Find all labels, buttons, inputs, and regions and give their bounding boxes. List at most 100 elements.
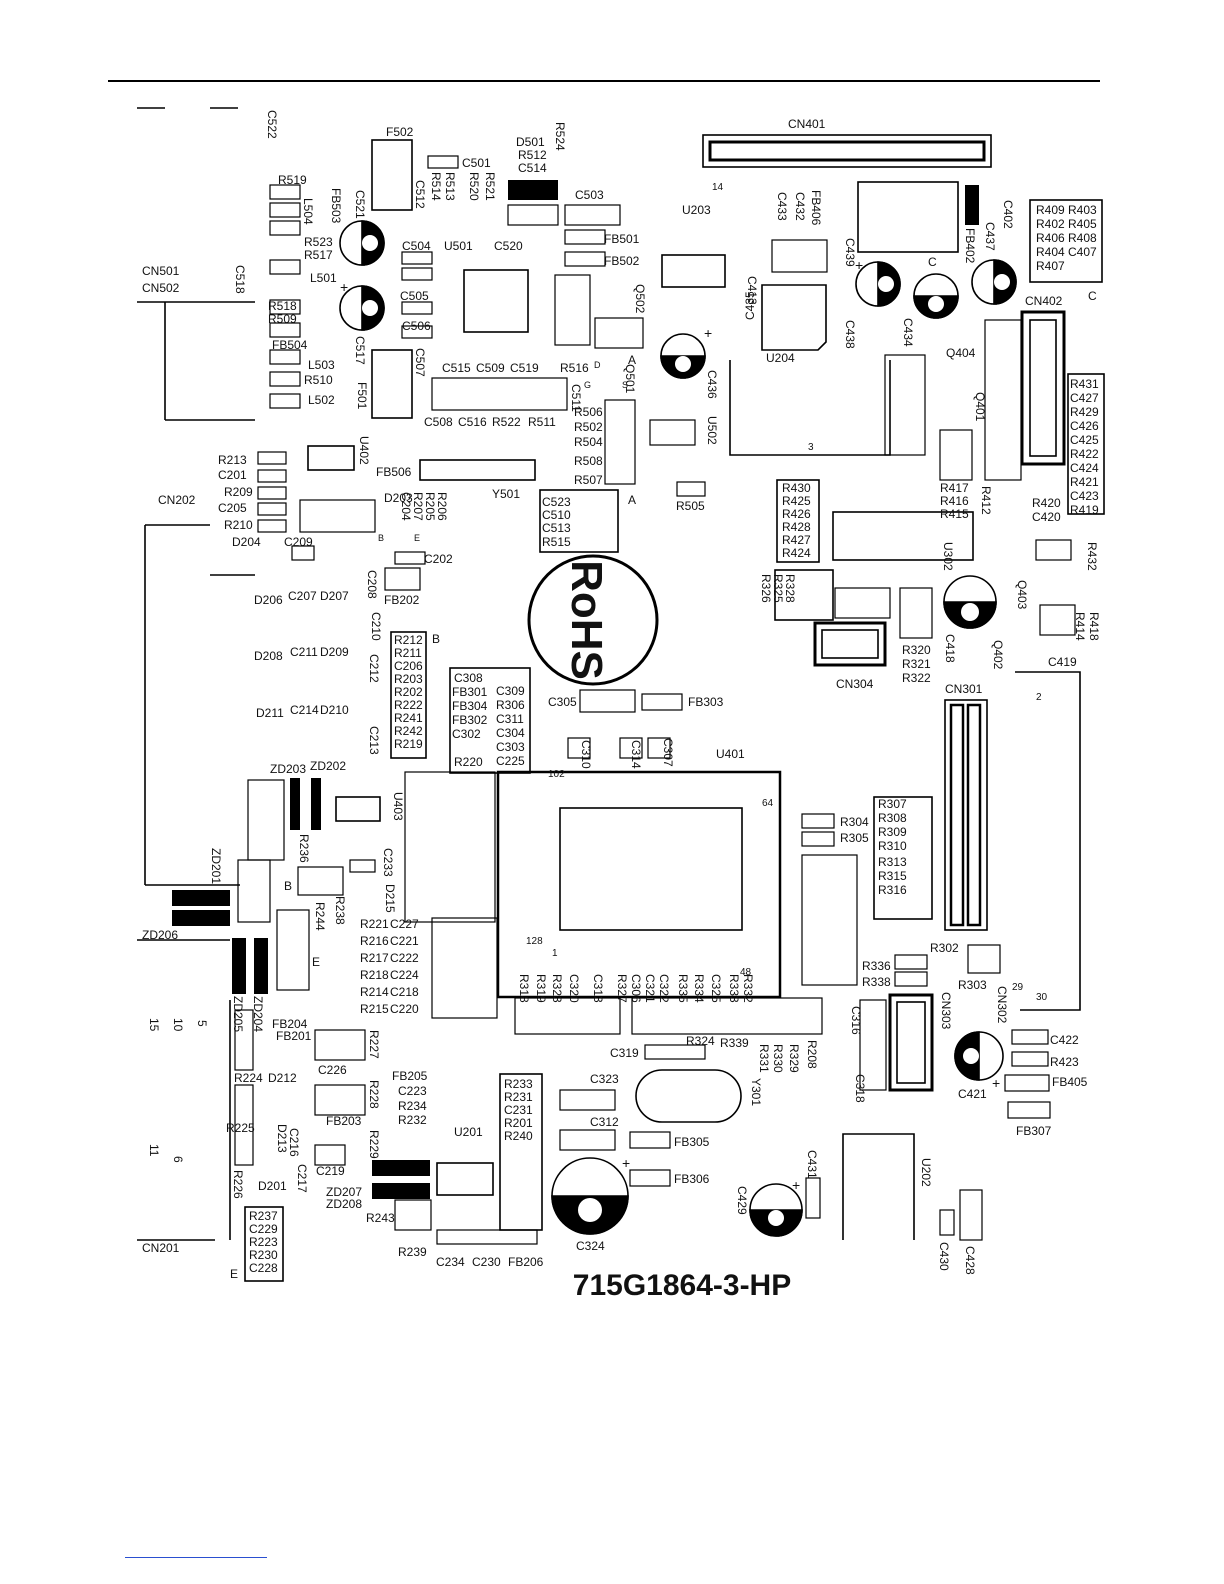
label-c217: C217 xyxy=(295,1164,309,1193)
r431: R431 xyxy=(1070,377,1099,391)
r240: R240 xyxy=(504,1129,533,1143)
label-zd201: ZD201 xyxy=(209,848,223,884)
r309: R309 xyxy=(878,825,907,839)
label-r225: R225 xyxy=(226,1121,255,1135)
label-c509: C509 xyxy=(476,361,505,375)
label-c519: C519 xyxy=(510,361,539,375)
label-r220: R220 xyxy=(454,755,483,769)
label-r502: R502 xyxy=(574,420,603,434)
label-cn202: CN202 xyxy=(158,493,196,507)
r419: R419 xyxy=(1070,503,1099,517)
label-c520: C520 xyxy=(494,239,523,253)
c225: C225 xyxy=(496,754,525,768)
label-cn301: CN301 xyxy=(945,682,983,696)
label-c201: C201 xyxy=(218,468,247,482)
label-c503: C503 xyxy=(575,188,604,202)
r218: R218 xyxy=(360,968,389,982)
c204: C204 xyxy=(399,492,413,521)
c227: C227 xyxy=(390,917,419,931)
label-r504: R504 xyxy=(574,435,603,449)
label-r228: R228 xyxy=(367,1080,381,1109)
label-c205: C205 xyxy=(218,501,247,515)
label-d209: D209 xyxy=(320,645,349,659)
label-c436: C436 xyxy=(705,370,719,399)
label-d201: D201 xyxy=(258,1179,287,1193)
label-r515: R515 xyxy=(542,535,571,549)
label-d211: D211 xyxy=(256,706,284,720)
label-r329: R329 xyxy=(787,1044,801,1073)
mark-plus-c421: + xyxy=(992,1075,1000,1091)
label-fb205: FB205 xyxy=(392,1069,428,1083)
pin-10: 10 xyxy=(171,1018,185,1032)
bottom-row-label-c325: C325 xyxy=(709,974,723,1003)
r326: R326 xyxy=(759,574,773,603)
label-c312: C312 xyxy=(590,1115,619,1129)
label-c208: C208 xyxy=(365,570,379,599)
label-c523: C523 xyxy=(542,495,571,509)
r310: R310 xyxy=(878,839,907,853)
label-fb203: FB203 xyxy=(326,1114,362,1128)
board-part-number: 715G1864-3-HP xyxy=(573,1269,791,1302)
rohs-mark: RoHS xyxy=(562,560,611,680)
label-r520: R520 xyxy=(467,172,481,201)
label-r210: R210 xyxy=(224,518,253,532)
label-d215: D215 xyxy=(383,884,397,913)
label-r524: R524 xyxy=(553,122,567,151)
block-r328: R328 R325 R326 xyxy=(759,574,797,606)
bottom-row-label-r335: R335 xyxy=(676,974,690,1003)
label-r243: R243 xyxy=(366,1211,395,1225)
c427: C427 xyxy=(1070,391,1099,405)
label-fb305: FB305 xyxy=(674,1135,710,1149)
label-cn402: CN402 xyxy=(1025,294,1063,308)
label-c402: C402 xyxy=(1001,200,1015,229)
r415: R415 xyxy=(940,507,969,521)
mark-e-r244: E xyxy=(312,955,320,969)
label-zd205: ZD205 xyxy=(231,996,245,1032)
label-l504: L504 xyxy=(301,198,315,225)
label-zd204: ZD204 xyxy=(251,996,265,1032)
block-r237: R237 C229 R223 R230 C228 xyxy=(249,1209,281,1275)
label-c504: C504 xyxy=(402,239,431,253)
pin-64: 64 xyxy=(762,798,774,809)
label-q404: Q404 xyxy=(946,346,976,360)
r405: R405 xyxy=(1068,217,1097,231)
bottom-row-label-r333: R333 xyxy=(727,974,741,1003)
mark-g-q501: G xyxy=(584,380,591,390)
r403: R403 xyxy=(1068,203,1097,217)
pin-5: 5 xyxy=(195,1020,209,1027)
r409: R409 xyxy=(1036,203,1065,217)
mark-c-right: C xyxy=(1088,289,1097,303)
fb304: FB304 xyxy=(452,699,488,713)
label-c428: C428 xyxy=(963,1246,977,1275)
label-c507: C507 xyxy=(413,348,427,377)
label-u203: U203 xyxy=(682,203,711,217)
bottom-row-label-r318: R318 xyxy=(517,974,531,1003)
label-r234: R234 xyxy=(398,1099,427,1113)
bottom-row-label-r319: R319 xyxy=(534,974,548,1003)
r217: R217 xyxy=(360,951,389,965)
label-c419: C419 xyxy=(1048,655,1077,669)
label-r432: R432 xyxy=(1085,542,1099,571)
label-r238: R238 xyxy=(333,896,347,925)
label-c439: C439 xyxy=(843,238,857,267)
c231: C231 xyxy=(504,1103,533,1117)
label-fb204: FB204 xyxy=(272,1017,308,1031)
pin-128: 128 xyxy=(526,936,543,947)
label-c505: C505 xyxy=(400,289,429,303)
label-fb406: FB406 xyxy=(809,190,823,226)
label-c421: C421 xyxy=(958,1087,987,1101)
bottom-row-label-c321: C321 xyxy=(643,974,657,1003)
label-r338: R338 xyxy=(862,975,891,989)
label-c433: C433 xyxy=(775,192,789,221)
r230: R230 xyxy=(249,1248,278,1262)
label-c518: C518 xyxy=(233,265,247,294)
label-cn502: CN502 xyxy=(142,281,180,295)
label-fb201: FB201 xyxy=(276,1029,312,1043)
label-c214: C214 xyxy=(290,703,319,717)
label-r321: R321 xyxy=(902,657,931,671)
label-u204: U204 xyxy=(766,351,795,365)
mark-b-d203: B xyxy=(378,533,384,543)
label-c517: C517 xyxy=(353,336,367,365)
mark-a-r501: A xyxy=(628,493,636,507)
